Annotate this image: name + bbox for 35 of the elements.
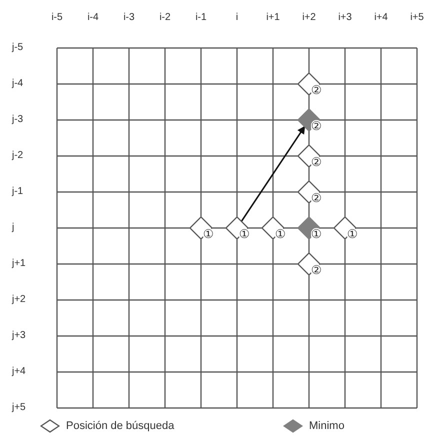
row-label: j+4	[12, 366, 26, 378]
step-number: ②	[311, 156, 322, 169]
step-number: ①	[311, 228, 322, 241]
column-label: i-1	[195, 12, 207, 24]
column-label: i	[236, 12, 238, 24]
column-label: i-4	[87, 12, 99, 24]
column-label: i-3	[123, 12, 135, 24]
column-label: i+5	[410, 12, 424, 24]
column-label: i+1	[266, 12, 280, 24]
column-label: i-5	[51, 12, 63, 24]
step-number: ①	[347, 228, 358, 241]
step-number: ②	[311, 120, 322, 133]
column-label: i+3	[338, 12, 352, 24]
row-label: j+3	[12, 330, 26, 342]
step-number: ②	[311, 84, 322, 97]
row-label: j+5	[12, 402, 26, 414]
arrow	[240, 126, 306, 222]
step-number: ②	[311, 264, 322, 277]
row-label: j-5	[12, 42, 24, 54]
row-label: j-2	[12, 150, 24, 162]
column-label: i-2	[159, 12, 171, 24]
row-label: j-1	[12, 186, 24, 198]
row-label: j+1	[12, 258, 26, 270]
step-number: ①	[239, 228, 250, 241]
step-number: ②	[311, 192, 322, 205]
row-label: j-3	[12, 114, 24, 126]
legend-label: Minimo	[309, 420, 344, 432]
column-label: i+2	[302, 12, 316, 24]
row-label: j	[12, 222, 14, 234]
legend-label: Posición de búsqueda	[66, 420, 174, 432]
step-number: ①	[275, 228, 286, 241]
column-label: i+4	[374, 12, 388, 24]
step-number: ①	[203, 228, 214, 241]
row-label: j+2	[12, 294, 26, 306]
row-label: j-4	[12, 78, 24, 90]
